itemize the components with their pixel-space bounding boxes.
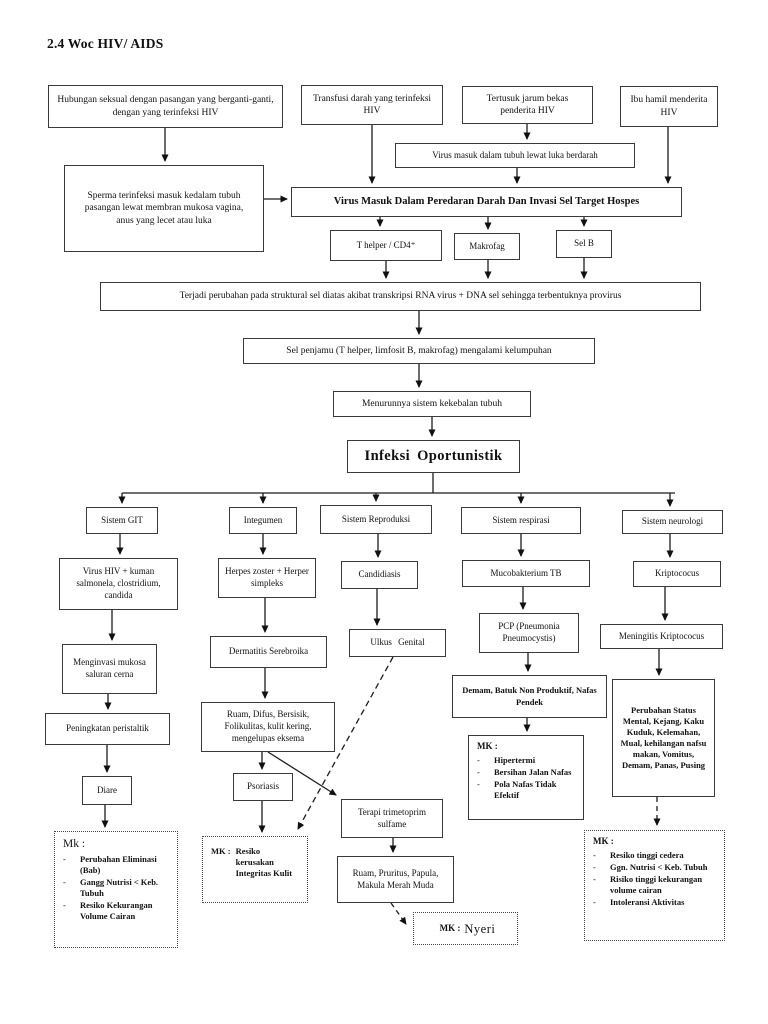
mk-git-item: - Perubahan Eliminasi (Bab) (63, 854, 173, 876)
node-makrofag: Makrofag (454, 233, 520, 260)
bullet-dash: - (477, 754, 480, 765)
mk-nafas-header: MK : (477, 741, 498, 751)
mk-box-kulit: MK : Resiko kerusakan Integritas Kulit (202, 836, 308, 903)
node-virus-masuk-luka: Virus masuk dalam tubuh lewat luka berda… (395, 143, 635, 168)
node-invasi-sel-target: Virus Masuk Dalam Peredaran Darah Dan In… (291, 187, 682, 217)
mk-nafas-item: - Pola Nafas Tidak Efektif (477, 779, 579, 801)
mk-nyeri-label: MK : (439, 923, 461, 934)
branch-sistem-git: Sistem GIT (86, 507, 158, 534)
mk-nafas-item: - Bersihan Jalan Nafas (477, 767, 579, 778)
bullet-dash: - (593, 873, 596, 884)
node-psoriasis: Psoriasis (233, 773, 293, 801)
mk-kulit-content: MK : Resiko kerusakan Integritas Kulit (211, 842, 303, 879)
mk-neuro-item: - Ggn. Nutrisi < Keb. Tubuh (593, 862, 720, 873)
dashed-arrow (297, 656, 394, 830)
mk-nafas-item-text: Hipertermi (494, 754, 536, 765)
page-title: 2.4 Woc HIV/ AIDS (47, 36, 164, 51)
node-ulkus-genital: Ulkus Genital (349, 629, 446, 657)
node-sel-penjamu: Sel penjamu (T helper, limfosit B, makro… (243, 338, 595, 364)
node-terapi-trimetoprim: Terapi trimetoprim sulfame (341, 799, 443, 838)
node-kriptococus: Kriptococus (633, 561, 721, 587)
mk-git-item-text: Gangg Nutrisi < Keb. Tubuh (80, 877, 159, 899)
mk-git-header: Mk : (63, 838, 86, 850)
node-ruam-pruritus: Ruam, Pruritus, Papula, Makula Merah Mud… (337, 856, 454, 903)
mk-box-git: Mk : - Perubahan Eliminasi (Bab) - Gangg… (54, 831, 178, 948)
node-infeksi-oportunistik: Infeksi Oportunistik (347, 440, 520, 473)
branch-tree-line (122, 473, 675, 494)
mk-nafas-item-text: Bersihan Jalan Nafas (494, 766, 572, 777)
mk-git-item: - Resiko Kekurangan Volume Cairan (63, 900, 173, 922)
mk-box-nyeri: MK : Nyeri (413, 912, 518, 945)
mk-box-nafas: MK : - Hipertermi - Bersihan Jalan Nafas… (468, 735, 584, 820)
mk-nafas-item-text: Pola Nafas Tidak Efektif (494, 778, 557, 800)
node-mucobakterium-tb: Mucobakterium TB (462, 560, 590, 587)
mk-nafas-item: - Hipertermi (477, 755, 579, 766)
node-hubungan-seksual: Hubungan seksual dengan pasangan yang be… (48, 85, 283, 128)
node-candidiasis: Candidiasis (341, 561, 418, 589)
node-provirus: Terjadi perubahan pada struktural sel di… (100, 282, 701, 311)
arrow (267, 751, 337, 796)
node-demam-batuk: Demam, Batuk Non Produktif, Nafas Pendek (452, 675, 607, 718)
node-ruam-difus: Ruam, Difus, Bersisik, Folikulitas, kuli… (201, 702, 335, 752)
mk-neuro-item-text: Resiko tinggi cedera (610, 849, 684, 860)
node-sperma-terinfeksi: Sperma terinfeksi masuk kedalam tubuh pa… (64, 165, 264, 252)
node-dermatitis-serebroika: Dermatitis Serebroika (210, 636, 327, 668)
branch-sistem-reproduksi: Sistem Reproduksi (320, 505, 432, 534)
mk-git-item: - Gangg Nutrisi < Keb. Tubuh (63, 877, 173, 899)
node-peningkatan-peristaltik: Peningkatan peristaltik (45, 713, 170, 745)
bullet-dash: - (477, 766, 480, 777)
node-ibu-hamil: Ibu hamil menderita HIV (620, 86, 718, 127)
node-sel-b: Sel B (556, 230, 612, 258)
mk-neuro-item: - Risiko tinggi kekurangan volume cairan (593, 874, 720, 896)
node-perubahan-status: Perubahan Status Mental, Kejang, Kaku Ku… (612, 679, 715, 797)
node-virus-kuman: Virus HIV + kuman salmonela, clostridium… (59, 558, 178, 610)
mk-neuro-item-text: Risiko tinggi kekurangan volume cairan (610, 873, 703, 895)
dashed-arrow (390, 902, 407, 925)
branch-integumen: Integumen (229, 507, 297, 534)
mk-kulit-text: Resiko kerusakan Integritas Kulit (235, 846, 293, 879)
bullet-dash: - (63, 900, 66, 911)
mk-neuro-item-text: Intoleransi Aktivitas (610, 896, 685, 907)
bullet-dash: - (63, 853, 66, 864)
bullet-dash: - (63, 877, 66, 888)
bullet-dash: - (593, 861, 596, 872)
mk-git-item-text: Resiko Kekurangan Volume Cairan (80, 900, 153, 922)
node-kekebalan-menurun: Menurunnya sistem kekebalan tubuh (333, 391, 531, 417)
node-meningitis-kriptococus: Meningitis Kriptococus (600, 624, 723, 649)
bullet-dash: - (593, 849, 596, 860)
node-tertusuk-jarum: Tertusuk jarum bekas penderita HIV (462, 86, 593, 124)
mk-neuro-item: - Intoleransi Aktivitas (593, 897, 720, 908)
branch-sistem-respirasi: Sistem respirasi (461, 507, 581, 534)
node-t-helper-cd4: T helper / CD4⁺ (330, 230, 442, 261)
bullet-dash: - (593, 896, 596, 907)
node-herpes-zoster: Herpes zoster + Herper simpleks (218, 558, 316, 598)
node-transfusi-darah: Transfusi darah yang terinfeksi HIV (301, 85, 443, 125)
branch-sistem-neurologi: Sistem neurologi (622, 510, 723, 534)
mk-neuro-item: - Resiko tinggi cedera (593, 850, 720, 861)
mk-nyeri-text: Nyeri (464, 921, 496, 936)
node-pcp: PCP (Pneumonia Pneumocystis) (479, 613, 579, 653)
mk-kulit-label: MK : (211, 846, 231, 856)
node-diare: Diare (82, 776, 132, 805)
node-menginvasi-mukosa: Menginvasi mukosa saluran cerna (62, 644, 157, 694)
mk-neuro-item-text: Ggn. Nutrisi < Keb. Tubuh (610, 861, 708, 872)
flow-arrows (101, 124, 675, 925)
mk-box-neuro: MK : - Resiko tinggi cedera - Ggn. Nutri… (584, 830, 725, 941)
bullet-dash: - (477, 778, 480, 789)
mk-neuro-header: MK : (593, 836, 614, 846)
mk-git-item-text: Perubahan Eliminasi (Bab) (80, 853, 157, 875)
